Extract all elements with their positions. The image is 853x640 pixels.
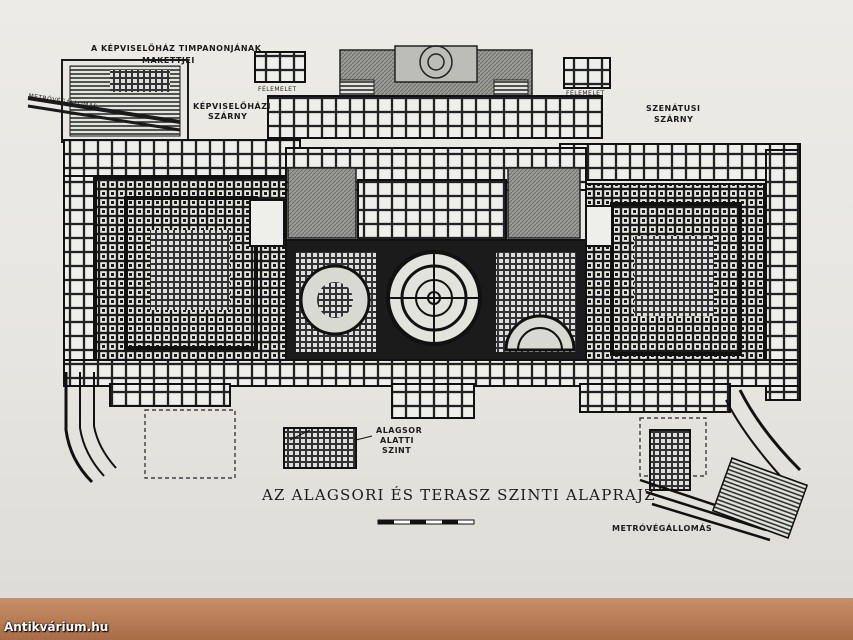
- mezzanine-label-left: FÉLEMELET: [258, 86, 297, 93]
- floor-plan-drawing: [27, 45, 809, 542]
- upper-room-row: [267, 95, 603, 139]
- basement-label-3: SZINT: [382, 446, 412, 455]
- metro-tracks-left: [64, 372, 117, 484]
- model-title-line2: MAKETTJEI: [142, 56, 195, 65]
- left-wing-label-1: KÉPVISELŐHÁZI: [193, 102, 271, 111]
- dashed-outline-left: [144, 409, 236, 479]
- wooden-table-edge: [0, 598, 853, 640]
- right-wing-label-1: SZENÁTUSI: [646, 104, 701, 113]
- bottom-corridor: [63, 359, 801, 387]
- lower-rooms-left: [109, 383, 231, 407]
- plan-title: AZ ALAGSORI ÉS TERASZ SZINTI ALAPRAJZ: [262, 486, 656, 504]
- central-staircase: [339, 45, 533, 115]
- mezzanine-right: [563, 57, 611, 89]
- representatives-wing: [63, 139, 301, 373]
- sub-basement-plan: [283, 427, 373, 469]
- scale-bar: [377, 519, 475, 525]
- metro-label-bottom: METRÓVÉGÁLLOMÁS: [612, 524, 713, 533]
- model-title-line1: A KÉPVISELŐHÁZ TIMPANONJÁNAK: [91, 44, 262, 53]
- lower-rooms-right: [579, 383, 731, 413]
- left-wing-label-2: SZÁRNY: [208, 112, 248, 121]
- lower-entrance: [391, 383, 475, 419]
- pointer-line: [289, 429, 311, 441]
- mezzanine-label-right: FÉLEMELET: [566, 90, 605, 97]
- senate-wing: [559, 143, 801, 401]
- central-dome-block: [285, 147, 587, 365]
- model-inset: [27, 59, 189, 143]
- right-wing-label-2: SZÁRNY: [654, 115, 694, 124]
- metro-tracks-right: [639, 389, 809, 542]
- basement-label-1: ALAGSOR: [376, 426, 423, 435]
- basement-label-2: ALATTI: [380, 436, 414, 445]
- watermark: Antikvárium.hu: [4, 620, 109, 634]
- mezzanine-left: [254, 51, 306, 83]
